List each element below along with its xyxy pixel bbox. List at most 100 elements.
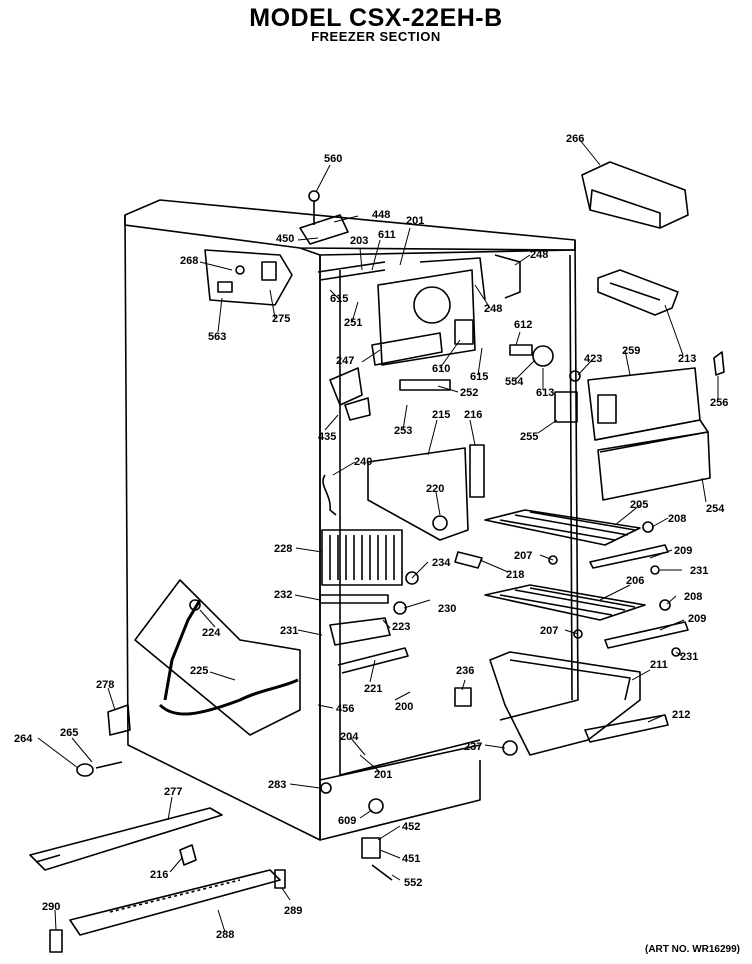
thermostat-220 xyxy=(432,515,448,531)
fan-shroud xyxy=(587,367,709,453)
part-label: 275 xyxy=(272,313,290,325)
part-label: 218 xyxy=(506,569,524,581)
part-label: 208 xyxy=(668,513,686,525)
part-label: 225 xyxy=(190,665,208,677)
part-label: 268 xyxy=(180,255,198,267)
screw-265 xyxy=(95,761,123,769)
part-label: 203 xyxy=(350,235,368,247)
part-label: 237 xyxy=(464,741,482,753)
part-label: 554 xyxy=(505,376,524,388)
part-label: 204 xyxy=(340,731,359,743)
shelf-lower xyxy=(484,584,689,649)
part-label: 552 xyxy=(404,877,422,889)
grille-254 xyxy=(597,431,711,501)
clip-207b xyxy=(573,629,583,639)
evaporator-cover xyxy=(367,447,469,541)
part-label: 240 xyxy=(354,456,372,468)
part-label: 247 xyxy=(336,355,354,367)
part-label: 452 xyxy=(402,821,420,833)
screw-552 xyxy=(371,864,393,881)
part-label: 448 xyxy=(372,209,390,221)
hinge-bracket-assembly xyxy=(204,249,293,306)
clip-208b xyxy=(659,599,671,611)
part-label: 201 xyxy=(406,215,424,227)
part-423 xyxy=(569,370,581,382)
ice-tray xyxy=(597,269,679,316)
part-label: 208 xyxy=(684,591,702,603)
part-label: 288 xyxy=(216,929,234,941)
channel-277 xyxy=(29,807,223,871)
bracket-452 xyxy=(361,837,381,859)
clip-234 xyxy=(405,571,419,585)
cover-plate xyxy=(554,391,578,423)
part-label: 255 xyxy=(520,431,538,443)
fan-blade xyxy=(532,345,554,367)
art-number: (ART NO. WR16299) xyxy=(644,944,740,955)
part-label: 209 xyxy=(688,613,706,625)
part-label: 265 xyxy=(60,727,78,739)
part-label: 278 xyxy=(96,679,114,691)
part-label: 232 xyxy=(274,589,292,601)
clip-208a xyxy=(642,521,654,533)
clip-289 xyxy=(274,869,286,889)
model-title: MODEL CSX-22EH-B xyxy=(249,4,503,32)
switch-237 xyxy=(502,740,518,756)
sensor-240 xyxy=(322,474,337,516)
clip-230 xyxy=(393,601,407,615)
part-label: 216 xyxy=(464,409,482,421)
part-256 xyxy=(713,351,725,376)
part-label: 259 xyxy=(622,345,640,357)
part-label: 254 xyxy=(706,503,725,515)
clip-290 xyxy=(49,929,63,953)
part-label: 200 xyxy=(395,701,413,713)
part-label: 205 xyxy=(630,499,648,511)
part-label: 423 xyxy=(584,353,602,365)
part-label: 230 xyxy=(438,603,456,615)
part-label: 207 xyxy=(514,550,532,562)
drain-trough xyxy=(329,617,409,674)
latch-236 xyxy=(454,687,472,707)
roller-216 xyxy=(179,844,197,866)
section-subtitle: FREEZER SECTION xyxy=(311,29,441,44)
part-label: 201 xyxy=(374,769,392,781)
roller-609 xyxy=(368,798,384,814)
part-label: 611 xyxy=(378,229,396,241)
part-label: 612 xyxy=(514,319,532,331)
part-label: 228 xyxy=(274,543,292,555)
damper-218 xyxy=(454,551,483,569)
part-label: 248 xyxy=(484,303,502,315)
bracket-278 xyxy=(107,704,131,736)
heater-232 xyxy=(319,594,389,604)
part-label: 253 xyxy=(394,425,412,437)
part-label: 256 xyxy=(710,397,728,409)
part-label: 451 xyxy=(402,853,420,865)
part-label: 209 xyxy=(674,545,692,557)
leader-lines xyxy=(37,139,719,933)
part-label: 609 xyxy=(338,815,356,827)
part-label: 615 xyxy=(470,371,488,383)
part-label: 251 xyxy=(344,317,362,329)
ice-bucket xyxy=(581,161,689,229)
part-label: 207 xyxy=(540,625,558,637)
part-label: 220 xyxy=(426,483,444,495)
channel-216 xyxy=(469,444,485,498)
rail-252 xyxy=(399,379,451,391)
part-label: 560 xyxy=(324,153,342,165)
part-label: 224 xyxy=(202,627,221,639)
clip-207a xyxy=(548,555,558,565)
bracket-435 xyxy=(329,367,371,421)
part-label: 206 xyxy=(626,575,644,587)
clip-231b xyxy=(671,647,681,657)
part-label: 613 xyxy=(536,387,554,399)
freezer-basket xyxy=(489,651,669,756)
part-label: 223 xyxy=(392,621,410,633)
part-label: 456 xyxy=(336,703,354,715)
part-label: 266 xyxy=(566,133,584,145)
heater-wire-panel xyxy=(134,579,301,736)
part-label: 450 xyxy=(276,233,294,245)
part-label: 283 xyxy=(268,779,286,791)
mount-612 xyxy=(509,344,533,356)
part-label: 289 xyxy=(284,905,302,917)
part-label: 215 xyxy=(432,409,450,421)
part-label: 264 xyxy=(14,733,33,745)
